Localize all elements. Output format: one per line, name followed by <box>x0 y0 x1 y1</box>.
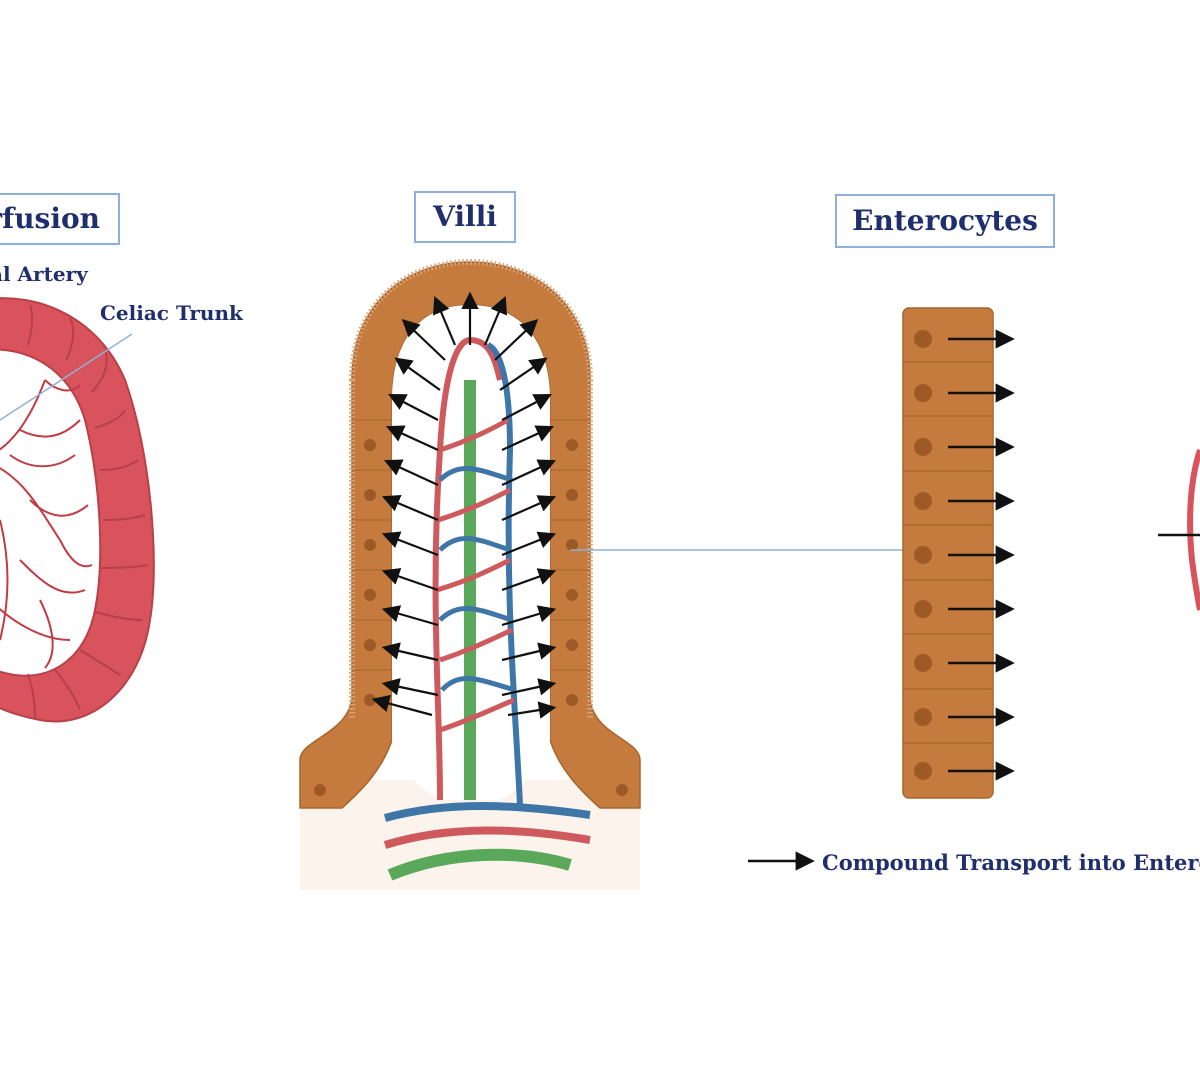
next-panel-partial <box>1158 449 1200 611</box>
enterocyte-column <box>902 307 1015 799</box>
celiac-trunk-label: Celiac Trunk <box>100 301 243 325</box>
perfusion-title: rfusion <box>0 193 120 245</box>
legend-label: Compound Transport into Entero <box>822 850 1200 875</box>
villi-title: Villi <box>414 191 516 243</box>
intestine-illustration <box>0 297 155 723</box>
artery-label: al Artery <box>0 262 88 286</box>
enterocytes-title: Enterocytes <box>835 194 1055 248</box>
villus-illustration <box>299 258 641 890</box>
